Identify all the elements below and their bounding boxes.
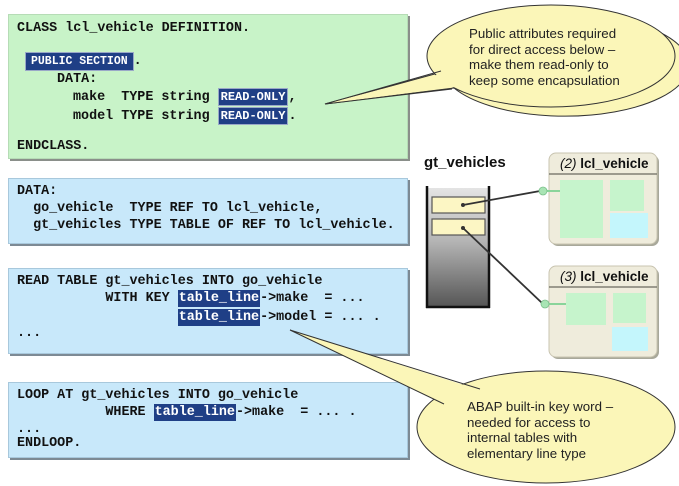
code-line: DATA:: [57, 72, 98, 87]
code-line: ENDCLASS.: [17, 139, 90, 154]
attribute-area: [612, 327, 648, 351]
callout-top: [324, 4, 679, 117]
reference-origin-dot: [461, 226, 465, 230]
reference-target-connector: [538, 186, 548, 196]
code-line: go_vehicle TYPE REF TO lcl_vehicle,: [17, 201, 323, 216]
loop-at-code: LOOP AT gt_vehicles INTO go_vehicle WHER…: [8, 382, 408, 458]
attribute-area: [566, 293, 606, 325]
table-row-2: [431, 218, 486, 236]
table-line-keyword: table_line: [177, 290, 261, 307]
code-line: ...: [17, 422, 42, 437]
code-line: LOOP AT gt_vehicles INTO go_vehicle: [17, 388, 299, 403]
code-line: READ TABLE gt_vehicles INTO go_vehicle: [17, 274, 323, 289]
reference-origin-dot: [461, 203, 465, 207]
reference-line-1: [462, 190, 541, 206]
code-line: ...: [17, 326, 42, 341]
code-line: model TYPE string READ-ONLY.: [73, 107, 297, 125]
table-row-1: [431, 196, 486, 214]
code-text: ->make = ...: [260, 291, 365, 306]
internal-table-graphic: [425, 186, 491, 309]
code-text: WHERE: [17, 405, 154, 420]
code-line: DATA:: [17, 184, 58, 199]
object-class-name: lcl_vehicle: [580, 156, 649, 171]
code-text: ->model = ... .: [260, 310, 381, 325]
code-line: WITH KEY table_line->make = ...: [17, 290, 365, 307]
code-text: WITH KEY: [17, 291, 178, 306]
table-line-keyword: table_line: [177, 309, 261, 326]
code-line: WHERE table_line->make = ... .: [17, 404, 357, 421]
code-text: make TYPE string: [73, 90, 218, 105]
object-3-title: (3) lcl_vehicle: [560, 269, 649, 284]
attribute-area: [610, 180, 644, 211]
code-text: model TYPE string: [73, 109, 218, 124]
callout-bottom-text: ABAP built-in key word – needed for acce…: [467, 399, 614, 461]
object-class-name: lcl_vehicle: [580, 269, 649, 284]
read-only-keyword: READ-ONLY: [217, 88, 289, 106]
code-line: table_line->model = ... .: [17, 309, 381, 326]
class-definition-code: CLASS lcl_vehicle DEFINITION. PUBLIC SEC…: [8, 14, 408, 159]
reference-target-connector: [540, 299, 550, 309]
attribute-area: [613, 293, 646, 323]
object-3-graphic: [548, 265, 659, 359]
code-punct: ,: [288, 90, 297, 105]
attribute-area: [560, 180, 603, 238]
reference-line-2: [462, 227, 543, 304]
object-2-title: (2) lcl_vehicle: [560, 156, 649, 171]
callout-top-bubble: [426, 4, 676, 108]
callout-bottom: [289, 329, 676, 484]
code-punct: .: [288, 109, 297, 124]
object-2-graphic: [548, 152, 659, 246]
code-text: ->make = ... .: [235, 405, 357, 420]
internal-table-label: gt_vehicles: [424, 154, 506, 171]
code-line: make TYPE string READ-ONLY,: [73, 88, 297, 106]
code-line: ENDLOOP.: [17, 436, 82, 451]
callout-top-text: Public attributes required for direct ac…: [469, 26, 620, 88]
attribute-area: [610, 213, 648, 238]
data-declaration-code: DATA: go_vehicle TYPE REF TO lcl_vehicle…: [8, 178, 408, 244]
object-index: (3): [560, 269, 577, 284]
callout-bottom-bubble: [416, 370, 676, 484]
table-line-keyword: table_line: [153, 404, 236, 421]
code-line: PUBLIC SECTION.: [25, 52, 142, 71]
reference-pointers: [461, 186, 566, 309]
code-line: CLASS lcl_vehicle DEFINITION.: [17, 21, 251, 36]
public-section-keyword: PUBLIC SECTION: [25, 52, 134, 71]
code-punct: .: [133, 54, 142, 69]
read-only-keyword: READ-ONLY: [217, 107, 289, 125]
read-table-code: READ TABLE gt_vehicles INTO go_vehicle W…: [8, 268, 408, 354]
object-index: (2): [560, 156, 577, 171]
code-line: gt_vehicles TYPE TABLE OF REF TO lcl_veh…: [17, 218, 395, 233]
